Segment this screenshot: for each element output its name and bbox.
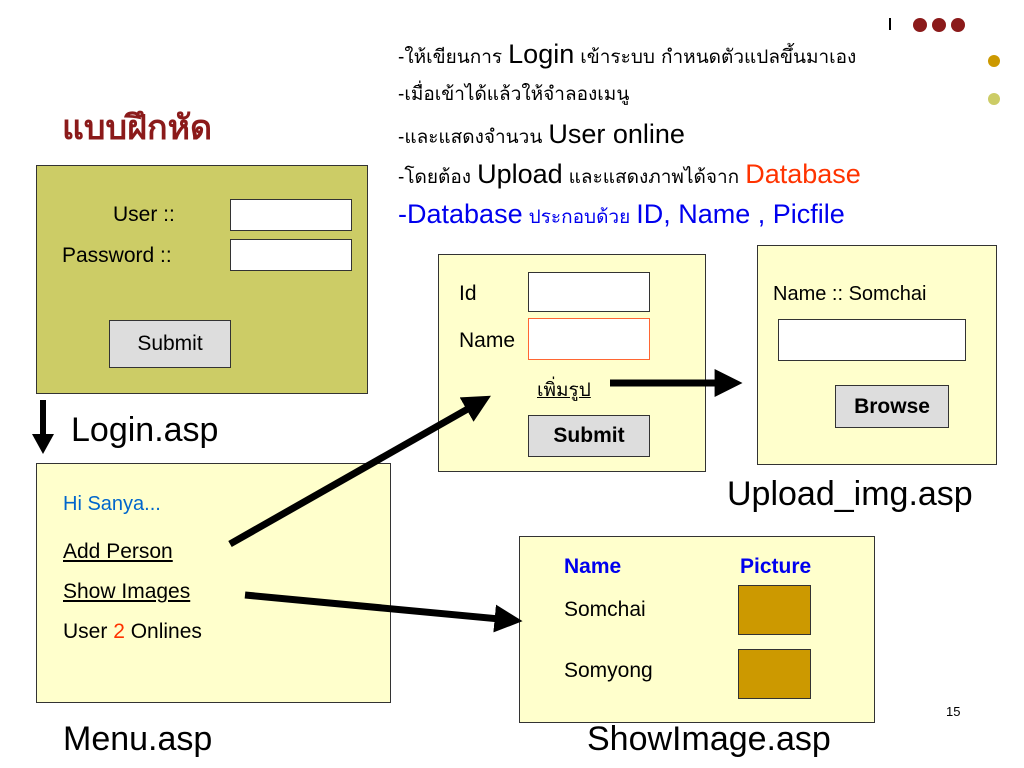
password-label: Password ::: [62, 244, 172, 267]
add-person-panel: Id Name เพิ่มรูป Submit: [438, 254, 706, 472]
add-person-link[interactable]: Add Person: [63, 540, 173, 563]
picture-thumbnail[interactable]: [738, 649, 811, 699]
online-count: 2: [113, 620, 125, 643]
instruction-line: -ให้เขียนการ Login เข้าระบบ กำหนดตัวแปลข…: [398, 39, 857, 69]
divider-mark: [889, 18, 891, 30]
showimage-caption: ShowImage.asp: [587, 720, 831, 758]
add-submit-button[interactable]: Submit: [528, 415, 650, 457]
show-images-panel: Name Picture Somchai Somyong: [519, 536, 875, 723]
slide-title: แบบฝึกหัด: [62, 108, 213, 148]
password-input[interactable]: [230, 239, 352, 271]
file-path-input[interactable]: [778, 319, 966, 361]
user-label: User ::: [113, 203, 175, 226]
decor-dot: [913, 18, 927, 32]
menu-caption: Menu.asp: [63, 720, 213, 758]
id-label: Id: [459, 282, 477, 305]
name-label: Name: [459, 329, 516, 352]
upload-caption: Upload_img.asp: [727, 475, 973, 513]
instruction-line: -และแสดงจำนวน User online: [398, 119, 685, 149]
name-input[interactable]: [528, 318, 650, 360]
column-header-picture: Picture: [740, 555, 812, 578]
instruction-list: -ให้เขียนการ Login เข้าระบบ กำหนดตัวแปลข…: [398, 34, 998, 234]
instruction-line: -Database ประกอบด้วย ID, Name , Picfile: [398, 199, 845, 229]
column-header-name: Name: [564, 555, 622, 578]
user-input[interactable]: [230, 199, 352, 231]
online-users-text: User 2 Onlines: [63, 620, 202, 643]
instruction-line: -โดยต้อง Upload และแสดงภาพได้จาก Databas…: [398, 159, 861, 189]
login-submit-button[interactable]: Submit: [109, 320, 231, 368]
bullet-dot-gold: [988, 55, 1000, 67]
arrow-down-icon: [32, 400, 54, 454]
greeting-text: Hi Sanya...: [63, 493, 161, 515]
upload-name-text: Name :: Somchai: [773, 283, 927, 305]
upload-panel: Name :: Somchai Browse: [757, 245, 997, 465]
instruction-line: -เมื่อเข้าได้แล้วให้จำลองเมนู: [398, 83, 630, 105]
add-picture-link[interactable]: เพิ่มรูป: [537, 379, 591, 401]
row-name: Somchai: [564, 598, 646, 621]
row-name: Somyong: [564, 659, 653, 682]
show-images-link[interactable]: Show Images: [63, 580, 191, 603]
page-number: 15: [946, 704, 961, 719]
login-panel: User :: Password :: Submit: [36, 165, 368, 394]
browse-button[interactable]: Browse: [835, 385, 949, 428]
id-input[interactable]: [528, 272, 650, 312]
bullet-dot-olive: [988, 93, 1000, 105]
login-caption: Login.asp: [71, 411, 219, 449]
decor-dot: [951, 18, 965, 32]
decor-dot: [932, 18, 946, 32]
picture-thumbnail[interactable]: [738, 585, 811, 635]
menu-panel: Hi Sanya... Add Person Show Images User …: [36, 463, 391, 703]
